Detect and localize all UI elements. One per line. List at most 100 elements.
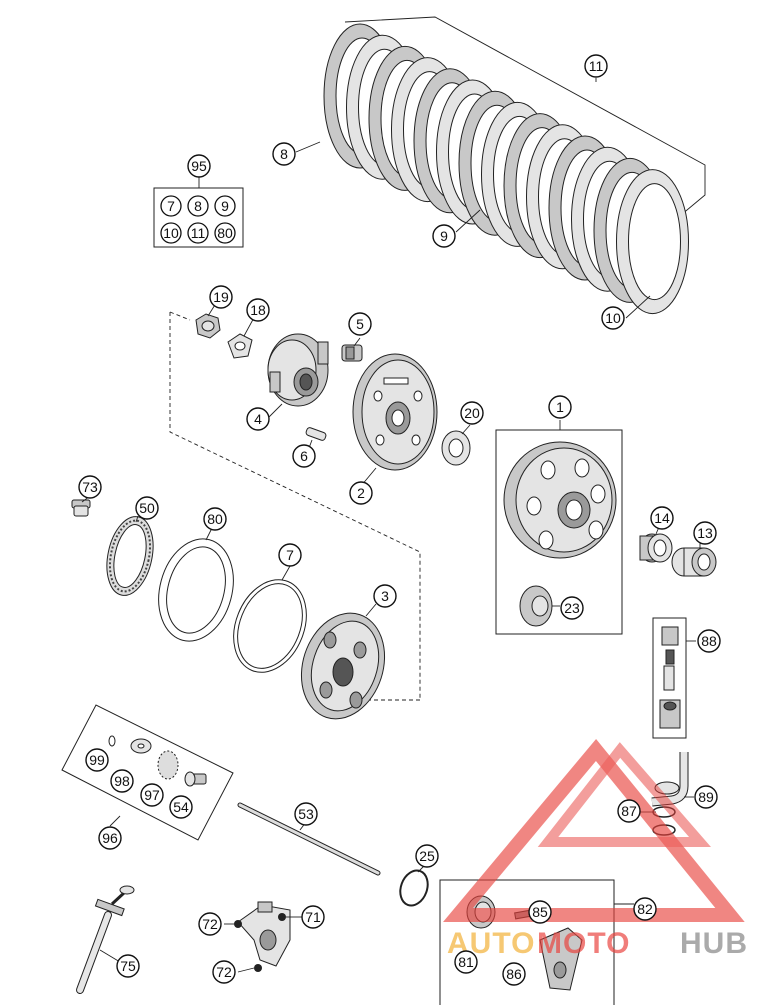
kit-95-item-9[interactable]: 9 xyxy=(214,195,236,217)
callout-96[interactable]: 96 xyxy=(98,826,122,850)
callout-95[interactable]: 95 xyxy=(187,154,211,178)
kit-95-item-11[interactable]: 11 xyxy=(187,222,209,244)
inner-clutch-hub-2 xyxy=(352,353,438,471)
bolt-73 xyxy=(71,499,91,517)
svg-text:89: 89 xyxy=(698,789,714,805)
callout-11[interactable]: 11 xyxy=(584,54,608,78)
svg-text:99: 99 xyxy=(89,752,105,768)
svg-text:53: 53 xyxy=(298,806,314,822)
svg-text:80: 80 xyxy=(207,511,223,527)
callout-85[interactable]: 85 xyxy=(528,900,552,924)
callout-19[interactable]: 19 xyxy=(209,285,233,309)
svg-text:96: 96 xyxy=(102,830,118,846)
callout-80[interactable]: 80 xyxy=(203,507,227,531)
svg-text:97: 97 xyxy=(144,787,160,803)
kit-95-group: 7 8 9 10 11 80 xyxy=(153,176,244,248)
disc-spring-50 xyxy=(106,516,154,596)
bushing-13 xyxy=(671,547,717,577)
svg-text:7: 7 xyxy=(167,198,175,214)
callout-86[interactable]: 86 xyxy=(502,962,526,986)
callout-20[interactable]: 20 xyxy=(460,401,484,425)
svg-text:80: 80 xyxy=(217,225,233,241)
spring-ring-7 xyxy=(233,579,307,673)
callout-50[interactable]: 50 xyxy=(135,496,159,520)
callout-25[interactable]: 25 xyxy=(415,844,439,868)
kit-95-item-7[interactable]: 7 xyxy=(160,195,182,217)
callout-87[interactable]: 87 xyxy=(617,799,641,823)
svg-text:95: 95 xyxy=(191,158,207,174)
kit-96-group xyxy=(61,704,234,841)
pin-6 xyxy=(305,427,327,441)
svg-text:54: 54 xyxy=(173,799,189,815)
svg-text:10: 10 xyxy=(163,225,179,241)
callout-54[interactable]: 54 xyxy=(169,795,193,819)
svg-text:23: 23 xyxy=(564,600,580,616)
basket-hole xyxy=(590,484,606,504)
svg-text:88: 88 xyxy=(701,633,717,649)
lock-washer-18 xyxy=(227,313,257,359)
callout-13[interactable]: 13 xyxy=(693,521,717,545)
o-ring-25 xyxy=(399,865,429,907)
callout-23[interactable]: 23 xyxy=(560,596,584,620)
svg-text:75: 75 xyxy=(120,958,136,974)
callout-18[interactable]: 18 xyxy=(246,298,270,322)
kit-95-item-8[interactable]: 8 xyxy=(187,195,209,217)
pressure-cap-4 xyxy=(267,333,329,407)
svg-text:HUB: HUB xyxy=(680,927,748,960)
svg-text:50: 50 xyxy=(139,500,155,516)
needle-bearing-14 xyxy=(639,533,673,563)
callout-7[interactable]: 7 xyxy=(278,543,302,567)
callout-14[interactable]: 14 xyxy=(650,506,674,530)
basket-hole xyxy=(526,496,542,516)
svg-text:72: 72 xyxy=(202,916,218,932)
callout-82[interactable]: 82 xyxy=(633,897,657,921)
svg-text:9: 9 xyxy=(440,228,448,244)
callout-73[interactable]: 73 xyxy=(78,475,102,499)
callout-75[interactable]: 75 xyxy=(116,954,140,978)
svg-text:81: 81 xyxy=(458,954,474,970)
fitting-88 xyxy=(652,617,696,739)
svg-text:MOTO: MOTO xyxy=(537,927,630,960)
bleed-syringe-75 xyxy=(76,885,135,994)
callout-99[interactable]: 99 xyxy=(85,748,109,772)
clutch-disc-bore xyxy=(628,183,681,301)
svg-text:11: 11 xyxy=(589,58,604,74)
callout-8[interactable]: 8 xyxy=(272,142,296,166)
callout-9[interactable]: 9 xyxy=(432,224,456,248)
kit-95-item-80[interactable]: 80 xyxy=(214,222,236,244)
callout-1[interactable]: 1 xyxy=(548,395,572,419)
basket-hole xyxy=(574,458,590,478)
svg-text:72: 72 xyxy=(216,964,232,980)
svg-text:8: 8 xyxy=(194,198,202,214)
svg-text:2: 2 xyxy=(357,485,365,501)
callout-88[interactable]: 88 xyxy=(697,629,721,653)
callout-98[interactable]: 98 xyxy=(110,769,134,793)
svg-text:5: 5 xyxy=(356,316,364,332)
callout-81[interactable]: 81 xyxy=(454,950,478,974)
callout-71[interactable]: 71 xyxy=(301,905,325,929)
thrust-segment-5 xyxy=(341,344,363,362)
callout-10[interactable]: 10 xyxy=(601,306,625,330)
svg-text:25: 25 xyxy=(419,848,435,864)
callout-4[interactable]: 4 xyxy=(246,407,270,431)
svg-text:98: 98 xyxy=(114,773,130,789)
callout-72[interactable]: 72 xyxy=(212,960,236,984)
svg-text:86: 86 xyxy=(506,966,522,982)
svg-text:20: 20 xyxy=(464,405,480,421)
callout-72[interactable]: 72 xyxy=(198,912,222,936)
callout-97[interactable]: 97 xyxy=(140,783,164,807)
basket-hole xyxy=(588,520,604,540)
callout-89[interactable]: 89 xyxy=(694,785,718,809)
push-rod-53 xyxy=(237,802,381,876)
svg-text:7: 7 xyxy=(286,547,294,563)
basket-hole xyxy=(538,530,554,550)
callout-53[interactable]: 53 xyxy=(294,802,318,826)
thrust-washer-20 xyxy=(441,430,471,466)
callout-5[interactable]: 5 xyxy=(348,312,372,336)
svg-text:82: 82 xyxy=(637,901,653,917)
callout-2[interactable]: 2 xyxy=(349,481,373,505)
kit-95-item-10[interactable]: 10 xyxy=(160,222,182,244)
callout-3[interactable]: 3 xyxy=(373,584,397,608)
callout-6[interactable]: 6 xyxy=(292,444,316,468)
